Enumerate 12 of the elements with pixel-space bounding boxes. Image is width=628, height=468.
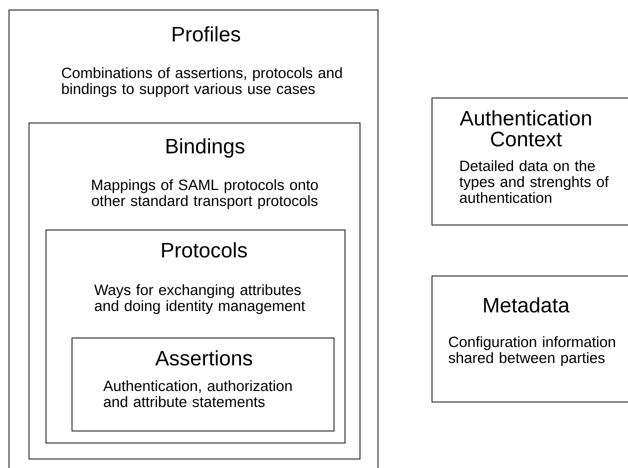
box-title: Assertions: [155, 350, 252, 366]
description: Ways for exchanging attributes and doing identity management: [94, 284, 306, 314]
description: Configuration information shared between parties: [448, 336, 615, 366]
box-title: Profiles: [172, 26, 240, 42]
box-title: Bindings: [166, 138, 244, 158]
description: Detailed data on the types and strenghts of authentication: [459, 160, 609, 204]
box-title: Protocols: [162, 242, 247, 258]
description: Authentication, authorization and attribute statements: [103, 380, 292, 408]
box-title: Authentication Context: [460, 110, 591, 146]
description: Combinations of assertions, protocols and bindings to support various use cases: [62, 67, 342, 98]
box-title: Metadata: [484, 297, 570, 313]
description: Mappings of SAML protocols onto other standard transport protocols: [92, 179, 318, 210]
